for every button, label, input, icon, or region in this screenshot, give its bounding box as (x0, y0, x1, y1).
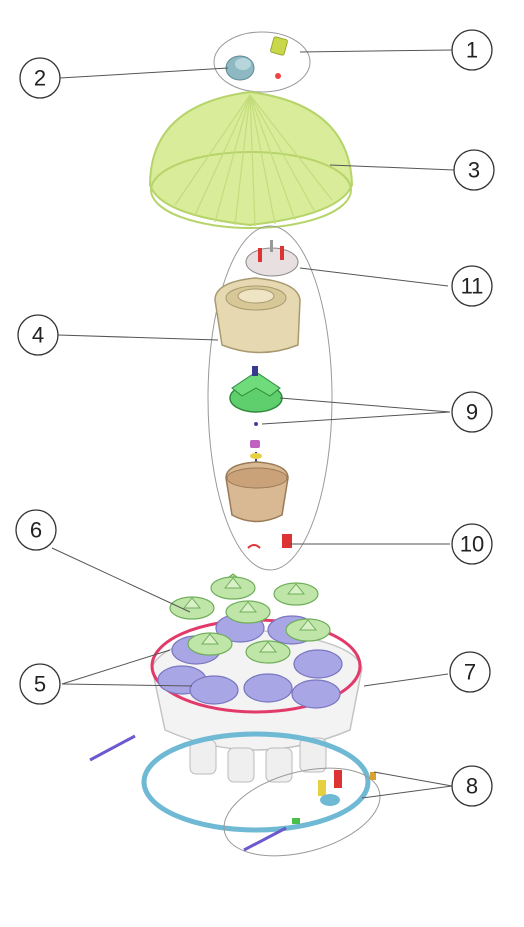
small-purple-part (250, 440, 260, 448)
callout-7: 7 (449, 651, 491, 693)
callouts: 1 2 3 11 4 9 10 6 (15, 29, 495, 807)
part-11-assembly (245, 240, 299, 277)
lid-peaks (182, 577, 318, 653)
callout-3-label: 3 (468, 158, 480, 183)
callout-11: 11 (451, 265, 493, 307)
callout-5-label: 5 (34, 672, 46, 697)
callout-6-label: 6 (30, 518, 42, 543)
callout-1: 1 (451, 29, 493, 71)
part-4-housing (214, 277, 301, 354)
callout-1-label: 1 (466, 38, 478, 63)
base-assembly (141, 573, 371, 833)
callout-10: 10 (451, 523, 493, 565)
callout-10-label: 10 (460, 532, 484, 557)
leader-lines (51, 49, 455, 799)
callout-7-label: 7 (464, 660, 476, 685)
callout-9: 9 (451, 391, 493, 433)
part-9-impeller (229, 366, 283, 448)
callout-6: 6 (15, 509, 57, 551)
callout-3: 3 (453, 149, 495, 191)
bottom-screw (243, 826, 287, 852)
part-10-housing (225, 452, 292, 549)
cap-knob-top (235, 58, 251, 70)
bottom-parts-group (89, 734, 381, 857)
callout-11-label: 11 (461, 274, 484, 299)
callout-2: 2 (19, 57, 61, 99)
callout-9-label: 9 (466, 400, 478, 425)
bottom-group-outline (223, 767, 381, 857)
base-legs (189, 737, 327, 783)
dome-shape (148, 90, 354, 227)
left-screw (89, 734, 136, 762)
callout-4: 4 (17, 314, 59, 356)
callout-2-label: 2 (34, 66, 46, 91)
callout-8-label: 8 (466, 774, 478, 799)
dome-ribs (174, 94, 333, 227)
callout-8: 8 (451, 765, 493, 807)
callout-5: 5 (19, 663, 61, 705)
callout-4-label: 4 (32, 323, 44, 348)
dome-rim (150, 151, 352, 229)
top-group-outline (213, 31, 311, 93)
yellow-connector (270, 36, 288, 56)
small-red-part (275, 73, 281, 79)
small-blue-dot (254, 422, 258, 426)
blue-ring (141, 731, 371, 833)
central-group-outline (207, 225, 333, 571)
dome-cover (148, 90, 354, 229)
top-parts-group (213, 31, 311, 93)
